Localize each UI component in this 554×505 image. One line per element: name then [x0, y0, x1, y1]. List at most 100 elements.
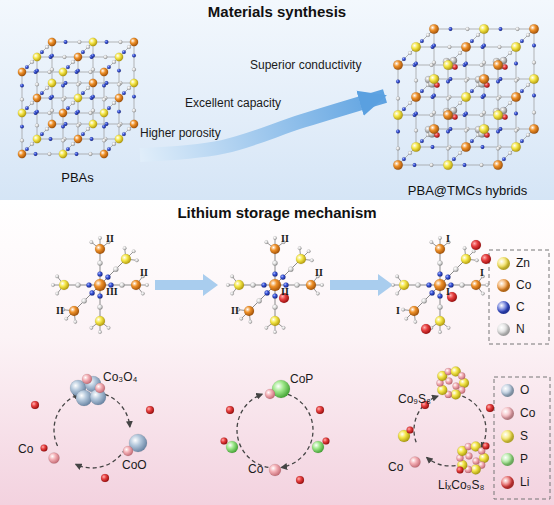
carbon-atom	[402, 157, 406, 161]
nitrogen-atom	[498, 45, 502, 49]
bond	[476, 276, 483, 285]
cluster-atom	[484, 132, 489, 137]
node-label: PBA@TMCs hybrids	[408, 183, 527, 198]
ligand-atom	[485, 283, 489, 287]
bond	[498, 47, 516, 65]
bond	[476, 285, 483, 294]
metal-atom	[411, 92, 421, 102]
cluster-atom	[482, 75, 489, 82]
nitrogen-atom	[257, 298, 262, 303]
bond	[57, 276, 64, 285]
nitrogen-atom	[20, 98, 24, 102]
bond	[91, 321, 100, 328]
bond	[238, 310, 249, 311]
metal-atom	[393, 110, 403, 120]
carbon-atom	[61, 125, 65, 129]
nitrogen-atom	[127, 45, 131, 49]
nitrogen-atom	[112, 101, 116, 105]
bond	[119, 42, 134, 57]
ligand-atom	[481, 275, 485, 279]
cluster-atom	[432, 125, 439, 132]
bond	[275, 259, 301, 285]
bond	[119, 98, 120, 139]
metal-atom	[409, 306, 419, 316]
carbon-atom	[396, 80, 400, 84]
nitrogen-atom	[437, 304, 442, 309]
carbon-atom	[102, 125, 106, 129]
bond	[434, 129, 484, 130]
carbon-atom	[40, 50, 44, 54]
bond	[476, 285, 487, 286]
nitrogen-atom	[496, 97, 500, 101]
carbon-atom	[402, 107, 406, 111]
carbon-atom	[105, 274, 110, 279]
carbon-atom	[107, 147, 111, 151]
bond	[484, 79, 485, 129]
bond	[448, 115, 498, 116]
bond	[22, 72, 23, 113]
nitrogen-atom	[78, 81, 82, 85]
nitrogen-atom	[516, 77, 520, 81]
nitrogen-atom	[458, 51, 462, 55]
nitrogen-atom	[459, 282, 464, 287]
bond	[275, 321, 284, 328]
metal-atom	[130, 38, 138, 46]
carbon-atom	[413, 163, 417, 167]
bond	[52, 83, 93, 84]
carbon-atom	[402, 57, 406, 61]
carbon-atom	[81, 50, 85, 54]
metal-atom	[115, 135, 123, 143]
cage-atom	[446, 378, 453, 385]
cycle-arrow	[414, 396, 438, 442]
ligand-atom	[265, 240, 269, 244]
bond	[37, 57, 78, 58]
carbon-atom	[452, 157, 456, 161]
bond	[466, 251, 474, 259]
ligand-atom	[414, 320, 418, 324]
nitrogen-atom	[117, 124, 121, 128]
bond	[398, 65, 399, 115]
carbon-atom	[414, 62, 418, 66]
metal-atom	[269, 279, 281, 291]
nitrogen-atom	[498, 145, 502, 149]
ligand-atom	[282, 240, 286, 244]
nitrogen-atom	[127, 86, 131, 90]
bond	[416, 79, 434, 97]
nitrogen-atom	[288, 267, 293, 272]
nitrogen-atom	[45, 127, 49, 131]
nitrogen-atom	[20, 139, 24, 143]
bond	[119, 83, 134, 98]
carbon-atom	[280, 274, 285, 279]
nitrogen-atom	[61, 139, 65, 143]
carbon-atom	[481, 95, 485, 99]
lithium-atom	[296, 476, 304, 484]
lithium-atom	[323, 438, 330, 445]
bond	[431, 321, 440, 328]
ligand-atom	[481, 292, 485, 296]
metal-atom	[121, 254, 131, 264]
bond	[397, 285, 404, 294]
ligand-atom	[240, 317, 244, 321]
bond	[498, 147, 516, 165]
bond	[249, 311, 250, 322]
nitrogen-atom	[63, 55, 67, 59]
ligand-atom	[236, 308, 240, 312]
carbon-atom	[502, 57, 506, 61]
lithium-atom	[407, 427, 414, 434]
nitrogen-atom	[89, 152, 93, 156]
metal-atom	[435, 316, 445, 326]
bond	[37, 42, 52, 57]
ligand-atom	[430, 240, 434, 244]
bond	[404, 285, 440, 286]
nitrogen-atom	[63, 96, 67, 100]
bond	[78, 83, 93, 98]
coordination-structure	[226, 236, 324, 334]
nitrogen-atom	[430, 163, 434, 167]
nitrogen-atom	[426, 83, 430, 87]
bond	[466, 79, 484, 97]
cluster-atom	[493, 108, 500, 115]
metal-atom	[130, 120, 138, 128]
nitrogen-atom	[91, 109, 95, 113]
lithium-atom	[101, 474, 109, 482]
bond	[416, 29, 434, 47]
